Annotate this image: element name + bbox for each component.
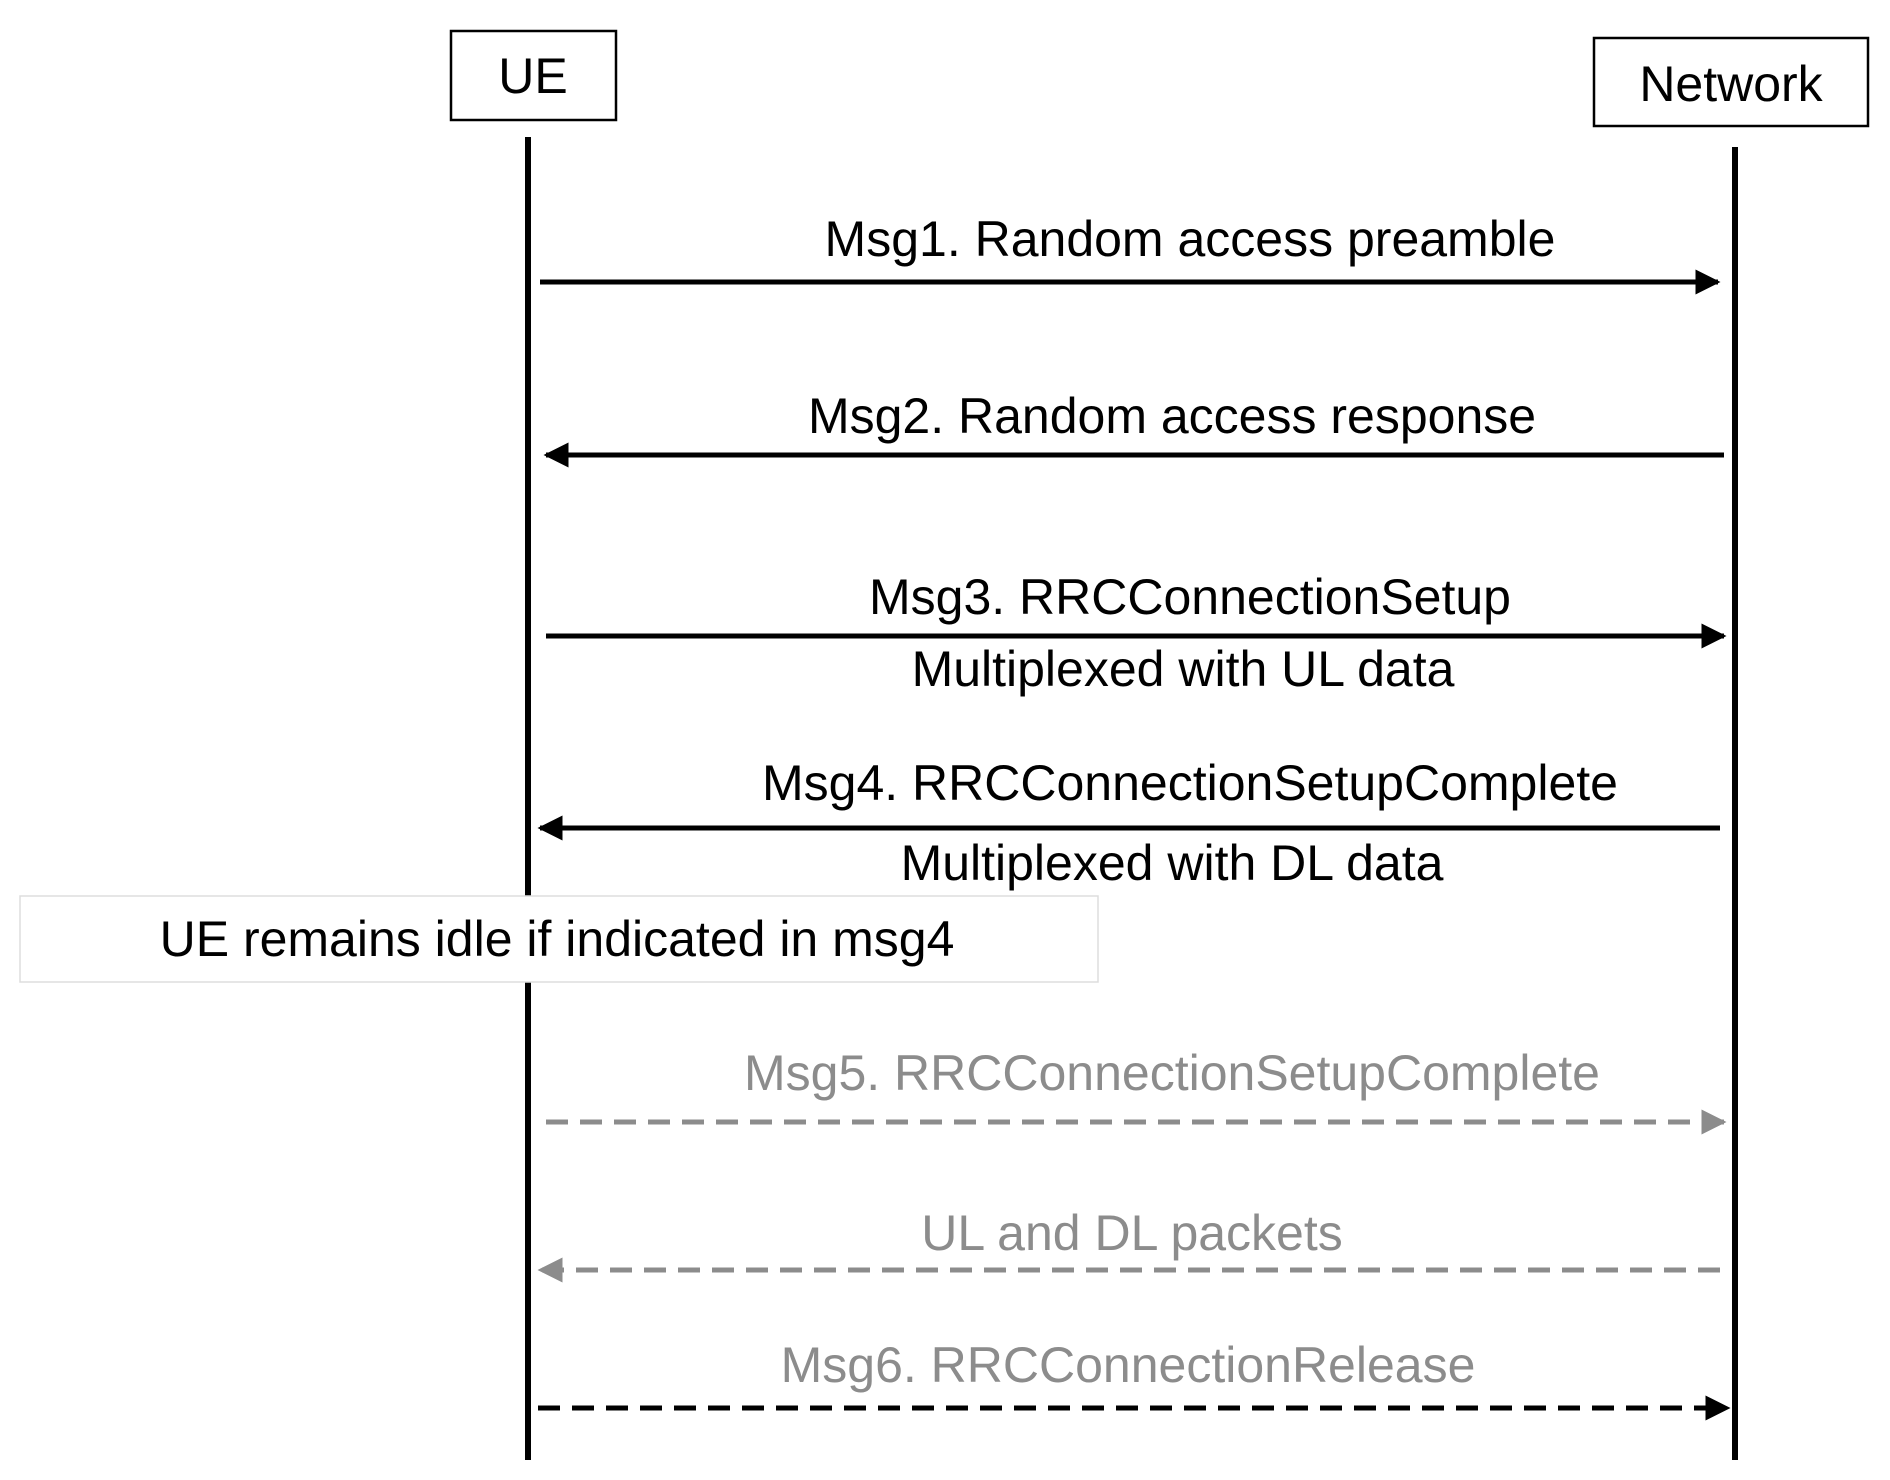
actor-ue-box bbox=[449, 29, 618, 122]
message-msg1: Msg1. Random access preamble bbox=[540, 211, 1721, 295]
message-msg2-label: Msg2. Random access response bbox=[808, 388, 1536, 444]
actor-ue: UE bbox=[449, 29, 618, 122]
actor-network-box bbox=[1592, 36, 1870, 128]
message-msg2: Msg2. Random access response bbox=[543, 388, 1724, 468]
message-packets-label: UL and DL packets bbox=[921, 1205, 1343, 1261]
message-msg1-label: Msg1. Random access preamble bbox=[825, 211, 1556, 267]
note-ue-idle: UE remains idle if indicated in msg4 bbox=[19, 895, 1099, 983]
message-msg5-label: Msg5. RRCConnectionSetupComplete bbox=[744, 1045, 1600, 1101]
message-msg3: Msg3. RRCConnectionSetup Multiplexed wit… bbox=[546, 569, 1727, 697]
message-msg4-label: Msg4. RRCConnectionSetupComplete bbox=[762, 755, 1618, 811]
message-msg3-sublabel: Multiplexed with UL data bbox=[912, 641, 1455, 697]
message-msg6: Msg6. RRCConnectionRelease bbox=[538, 1337, 1731, 1421]
actor-network: Network bbox=[1592, 36, 1870, 128]
message-msg6-label: Msg6. RRCConnectionRelease bbox=[781, 1337, 1476, 1393]
actor-network-label: Network bbox=[1639, 56, 1823, 112]
message-msg3-label: Msg3. RRCConnectionSetup bbox=[869, 569, 1511, 625]
message-packets: UL and DL packets bbox=[537, 1205, 1720, 1283]
note-label: UE remains idle if indicated in msg4 bbox=[160, 911, 955, 967]
message-msg5: Msg5. RRCConnectionSetupComplete bbox=[546, 1045, 1727, 1135]
actor-ue-label: UE bbox=[498, 48, 567, 104]
note-box bbox=[19, 895, 1099, 983]
message-msg4-sublabel: Multiplexed with DL data bbox=[901, 835, 1444, 891]
message-msg4: Msg4. RRCConnectionSetupComplete Multipl… bbox=[537, 755, 1720, 891]
